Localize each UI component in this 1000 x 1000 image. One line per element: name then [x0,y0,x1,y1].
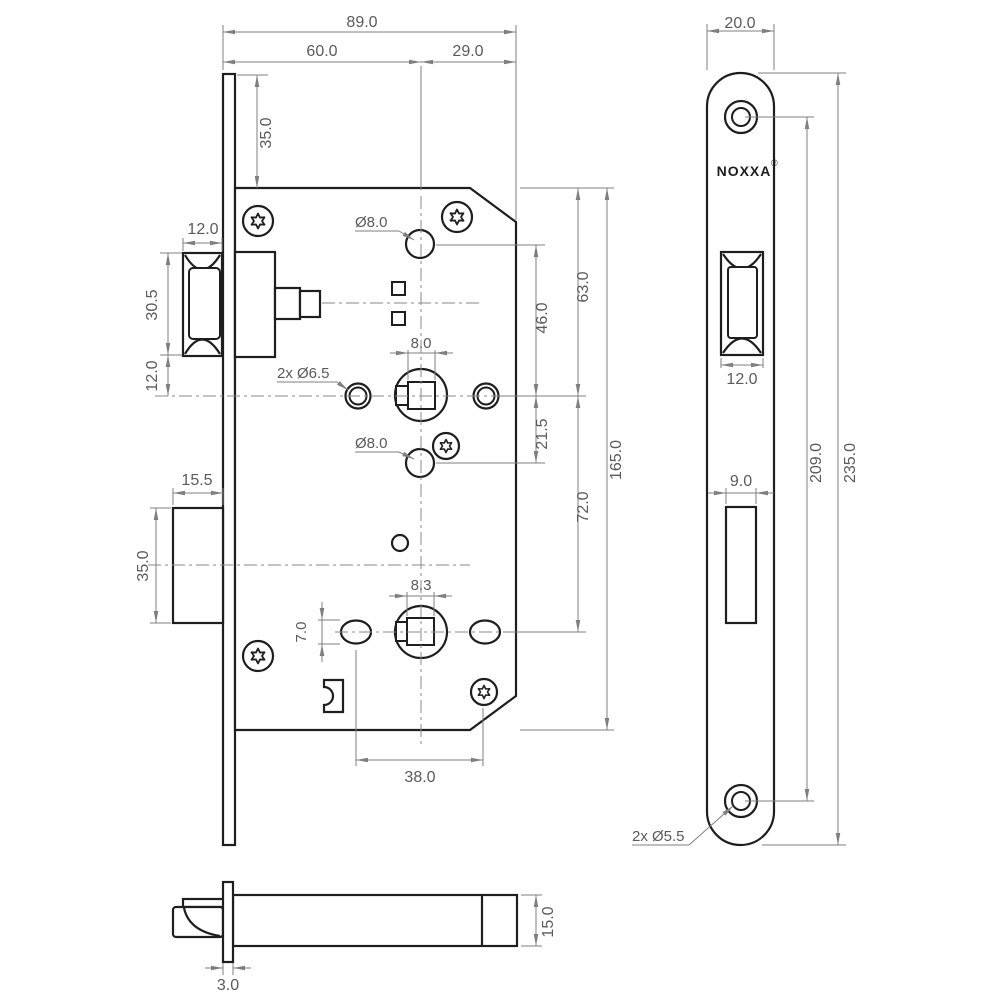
deadbolt-cutout [724,505,758,625]
lock-body-outline [233,186,518,732]
faceplate-outline [705,71,776,847]
dim-text-hole-to-centerline: 46.0 [534,302,551,333]
dim-text-bottom-hole-dia: Ø8.0 [355,435,388,452]
dim-text-deadbolt-throw: 15.5 [181,472,212,489]
noxxa-logo: NOXXA [717,163,772,179]
dim-text-fixing-holes: 2x Ø6.5 [277,365,330,382]
dim-text-wc-follower-square: 8.3 [411,577,432,594]
centerlines [148,196,503,745]
dim-text-plate-thickness: 3.0 [217,977,239,994]
torx-screw-icon [241,204,275,238]
latch-bevel-curve [182,907,221,938]
bottom-mounting-hole [404,447,436,479]
latch-cutout [719,250,765,357]
leader-fixing-holes [336,381,349,391]
dim-text-overall-width: 89.0 [346,14,377,31]
latch-bolt-front [181,250,322,359]
dim-text-faceplate-width: 20.0 [724,15,755,32]
front-view [171,72,518,847]
dim-text-centerline-to-wc: 72.0 [575,491,592,522]
registered-mark: ® [771,158,778,168]
square-cutout-lower [391,311,406,326]
leader-top-hole [398,230,415,241]
dim-text-latch-side-height: 15.0 [540,906,557,937]
latch-body-side [231,893,519,948]
leader-bottom-hole [398,451,415,460]
dimension-lines [150,24,846,975]
torx-screw-icon [241,639,275,673]
dim-text-slot-height: 7.0 [293,622,310,643]
faceplate-side-strip [221,880,235,964]
latch-tail-tip [298,289,322,319]
latch-tail-block [233,250,277,359]
torx-screw-icon [440,200,474,234]
latch-side-view [171,880,519,964]
dim-text-centerline-to-hole: 21.5 [534,418,551,449]
dim-text-latch-cutout-width: 12.0 [726,371,757,388]
latch-tail-step [273,286,302,321]
dim-text-faceplate-length: 235.0 [842,443,859,483]
square-cutout-upper [391,281,406,296]
dim-text-slot-spacing: 38.0 [404,769,435,786]
latch-head-face [188,267,221,340]
dim-text-body-top-to-centerline: 63.0 [575,271,592,302]
bracket-cutout [322,678,345,714]
torx-screw-icon [469,677,499,707]
dim-text-hole-spacing: 209.0 [808,443,825,483]
dim-text-center-to-edge: 29.0 [452,43,483,60]
small-pin-hole [390,533,410,553]
dim-text-backset: 60.0 [306,43,337,60]
leader-mount-holes [688,805,734,846]
dim-text-follower-square: 8.0 [411,335,432,352]
dim-text-latch-to-centerline: 12.0 [144,360,161,391]
dim-text-deadbolt-cutout-width: 9.0 [730,473,752,490]
latch-head-side [171,905,225,939]
dim-text-top-hole-dia: Ø8.0 [355,214,388,231]
faceplate-front [221,72,237,847]
dim-text-body-height: 165.0 [608,440,625,480]
dim-text-deadbolt-height: 35.0 [135,550,152,581]
torx-screw-icon [431,431,461,461]
faceplate-view: NOXXA ® [705,71,778,847]
torx-screws [241,200,499,707]
dim-text-plate-top-to-body: 35.0 [258,117,275,148]
dim-text-mount-holes: 2x Ø5.5 [632,828,685,845]
dimension-labels: 89.0 60.0 29.0 35.0 12.0 30.5 12.0 Ø8.0 … [135,14,859,994]
dim-text-latch-width: 12.0 [187,221,218,238]
top-mounting-hole [404,228,436,260]
dim-text-latch-height: 30.5 [144,289,161,320]
